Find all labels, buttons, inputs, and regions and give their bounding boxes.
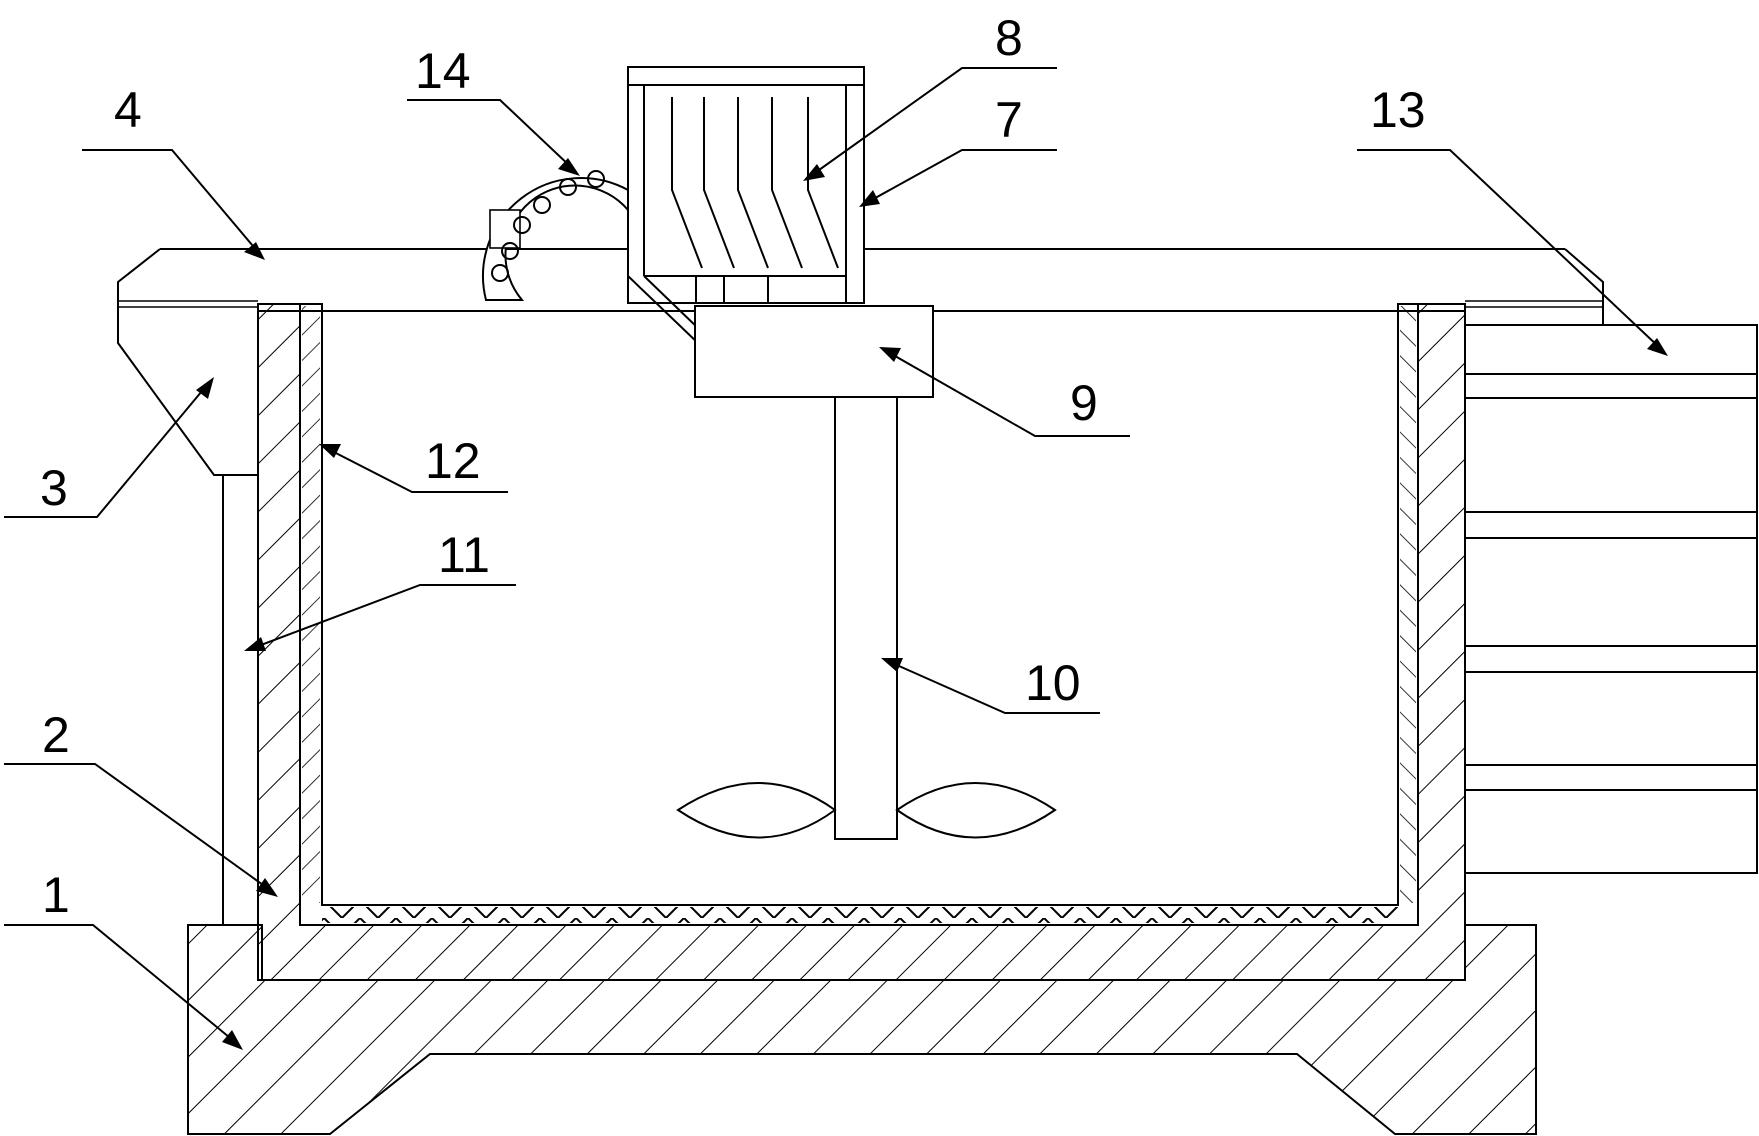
- stirring-shaft: [676, 396, 1057, 840]
- label-14: 14: [415, 43, 471, 99]
- leader-lines: [4, 67, 1668, 1050]
- side-unit: [1464, 311, 1758, 874]
- label-2: 2: [42, 707, 70, 763]
- left-hopper: [117, 311, 259, 476]
- label-13: 13: [1370, 82, 1426, 138]
- label-8: 8: [995, 10, 1023, 66]
- label-9: 9: [1070, 375, 1098, 431]
- support-post: [222, 474, 259, 926]
- inner-liner: [299, 303, 1419, 926]
- label-12: 12: [425, 433, 481, 489]
- arc-flange: [482, 170, 629, 301]
- part-labels: 1 2 3 4 14 8 7 9 12 11 10 13: [40, 10, 1426, 923]
- label-1: 1: [42, 867, 70, 923]
- label-3: 3: [40, 460, 68, 516]
- label-11: 11: [438, 527, 490, 583]
- label-7: 7: [995, 92, 1023, 148]
- label-10: 10: [1025, 655, 1081, 711]
- motor-housing: [627, 66, 865, 346]
- label-4: 4: [114, 82, 142, 138]
